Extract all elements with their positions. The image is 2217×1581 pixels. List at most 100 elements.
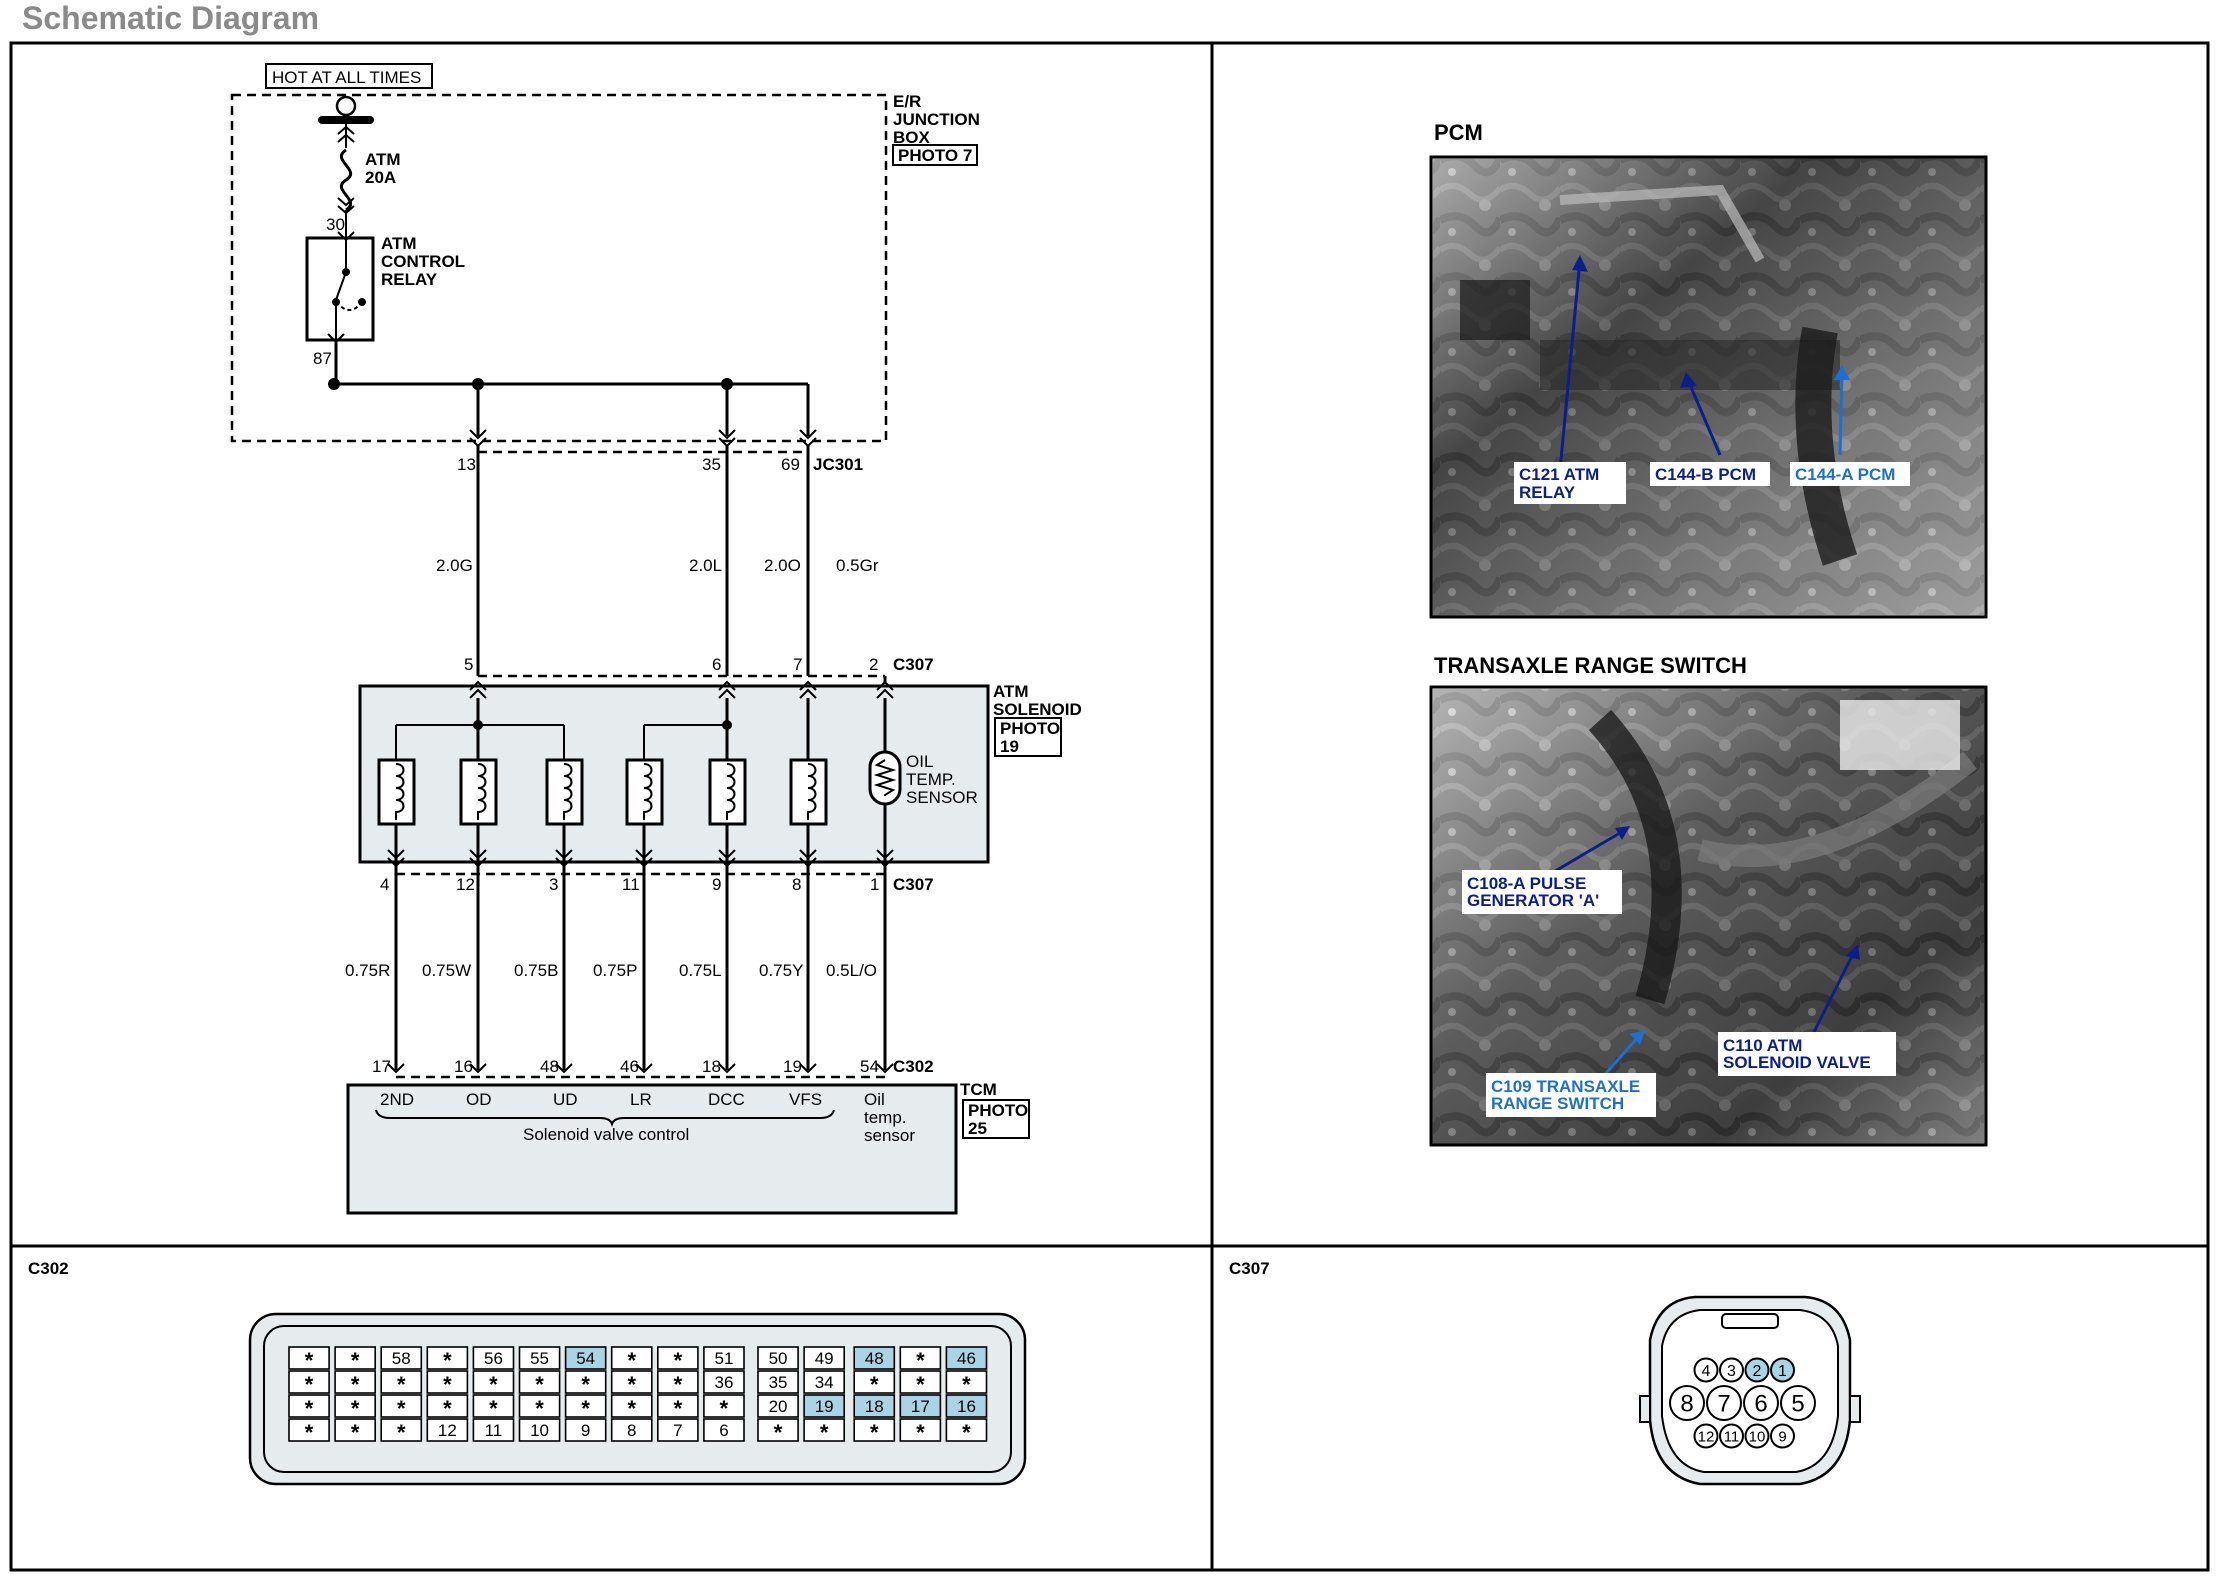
c302-pin-cell — [518, 1418, 561, 1442]
c302-pin-cell — [703, 1346, 745, 1370]
sol-pin-7: 7 — [793, 655, 802, 674]
tcm-group-brace — [375, 1109, 835, 1128]
c302-pin-cell — [426, 1394, 469, 1418]
c302-pin-label: 7 — [673, 1421, 682, 1440]
jc-pin-35: 35 — [702, 455, 721, 474]
relay-body — [305, 236, 375, 342]
c302-pin-cell — [899, 1370, 942, 1394]
tcm-block — [346, 1083, 958, 1215]
c302-pin-cell — [610, 1394, 653, 1418]
c302-pin-label: * — [443, 1348, 452, 1373]
wire-0-75l: 0.75L — [679, 961, 722, 980]
c302-pin-cell — [564, 1394, 607, 1418]
c302-pin-cell — [380, 1418, 423, 1442]
c302-pin-cell — [853, 1394, 896, 1418]
c302-pin-label: 48 — [865, 1349, 884, 1368]
c307-pin-label: 12 — [1698, 1428, 1715, 1445]
tcm-fn-od: OD — [466, 1090, 492, 1109]
c307-pin-label: 7 — [1717, 1391, 1730, 1418]
c302-pin-label: * — [397, 1372, 406, 1397]
c302-pin-cell — [380, 1370, 423, 1394]
c302-pin-label: * — [774, 1420, 783, 1445]
pcm-photo-panel: PCM C121 ATM RELAY C144-B PCM C144-A PCM — [1429, 120, 1988, 619]
solenoid-photo-1: PHOTO — [1000, 719, 1060, 738]
c302-pin-cell — [703, 1370, 745, 1394]
tcm-fn-lr: LR — [630, 1090, 652, 1109]
trs-photo-panel: TRANSAXLE RANGE SWITCH C108-A PULSE GENE… — [1429, 653, 1988, 1147]
junction-box — [230, 93, 888, 443]
wire-0-75w: 0.75W — [422, 961, 471, 980]
c302-pin-label: * — [535, 1396, 544, 1421]
pcm-callout-c121-2: RELAY — [1519, 483, 1576, 502]
pcm-callout-c144a: C144-A PCM — [1795, 465, 1895, 484]
tcm-pin-17: 17 — [372, 1057, 391, 1076]
tcm-sensor-3: sensor — [864, 1126, 915, 1145]
wiring-schematic: HOT AT ALL TIMES E/R JUNCTION BOX PHOTO … — [230, 63, 1082, 1215]
c302-pin-label: 58 — [392, 1349, 411, 1368]
pcm-callout-c121-1: C121 ATM — [1519, 465, 1599, 484]
solenoid-coils — [377, 750, 902, 826]
c302-pin-label: 50 — [769, 1349, 788, 1368]
wire-0-75b: 0.75B — [514, 961, 558, 980]
c302-pin-cell — [288, 1418, 330, 1442]
c302-pin-cell — [899, 1394, 942, 1418]
tcm-pin-46: 46 — [620, 1057, 639, 1076]
wire-0-75y: 0.75Y — [759, 961, 803, 980]
c302-pin-label: 46 — [957, 1349, 976, 1368]
c302-pin-cell — [380, 1346, 423, 1370]
c302-pin-label: 51 — [714, 1349, 733, 1368]
c302-pin-cell — [703, 1394, 745, 1418]
c302-pin-label: * — [305, 1372, 314, 1397]
tcm-photo-2: 25 — [968, 1119, 987, 1138]
c302-pin-label: * — [305, 1420, 314, 1445]
c302-pin-cell — [757, 1394, 799, 1418]
sensor-label-1: OIL — [906, 752, 933, 771]
c307-pin — [1669, 1385, 1705, 1421]
solenoid-label-1: ATM — [993, 682, 1029, 701]
c307-pin — [1706, 1385, 1742, 1421]
tcm-fn-ud: UD — [553, 1090, 578, 1109]
c302-pin-cell — [334, 1370, 377, 1394]
relay-label-3: RELAY — [381, 270, 438, 289]
relay-pin-87: 87 — [313, 349, 332, 368]
wire-2-0l: 2.0L — [689, 556, 722, 575]
c307-pin — [1719, 1423, 1744, 1449]
c302-pin-label: * — [351, 1372, 360, 1397]
c302-pin-cell — [426, 1418, 469, 1442]
c302-pin-label: * — [351, 1420, 360, 1445]
c302-pin-label: 9 — [581, 1421, 590, 1440]
c307-pin — [1780, 1385, 1816, 1421]
c302-pin-label: * — [870, 1372, 879, 1397]
c302-pin-label: * — [489, 1372, 498, 1397]
c307-pin — [1693, 1423, 1719, 1449]
c302-pin-label: * — [351, 1348, 360, 1373]
c302-pin-cell — [853, 1370, 896, 1394]
relay-label-1: ATM — [381, 234, 417, 253]
c302-pin-label: * — [674, 1348, 683, 1373]
relay-label-2: CONTROL — [381, 252, 465, 271]
wire-0-75p: 0.75P — [593, 961, 637, 980]
jc-connector: JC301 — [813, 455, 863, 474]
solenoid-photo-2: 19 — [1000, 737, 1019, 756]
tcm-group-label: Solenoid valve control — [523, 1125, 689, 1144]
solenoid-label-2: SOLENOID — [993, 700, 1082, 719]
sol-out-pin-11: 11 — [622, 875, 640, 894]
c302-pin-cell — [899, 1346, 942, 1370]
c302-pin-label: * — [351, 1396, 360, 1421]
c302-pin-label: 17 — [911, 1397, 930, 1416]
c302-pin-cell — [656, 1370, 699, 1394]
c302-pin-label: 54 — [576, 1349, 595, 1368]
c307-pin-label: 10 — [1749, 1428, 1766, 1445]
c302-pin-label: * — [627, 1396, 636, 1421]
sol-out-pin-9: 9 — [712, 875, 721, 894]
sol-out-pin-4: 4 — [380, 875, 389, 894]
c307-pin-label: 11 — [1724, 1428, 1740, 1445]
wire-0-5lo: 0.5L/O — [826, 961, 877, 980]
c302-pin-label: 8 — [627, 1421, 636, 1440]
c307-pin — [1743, 1385, 1779, 1421]
c302-pin-cell — [656, 1346, 699, 1370]
c302-pin-label: * — [305, 1396, 314, 1421]
c302-pin-cell — [380, 1394, 423, 1418]
